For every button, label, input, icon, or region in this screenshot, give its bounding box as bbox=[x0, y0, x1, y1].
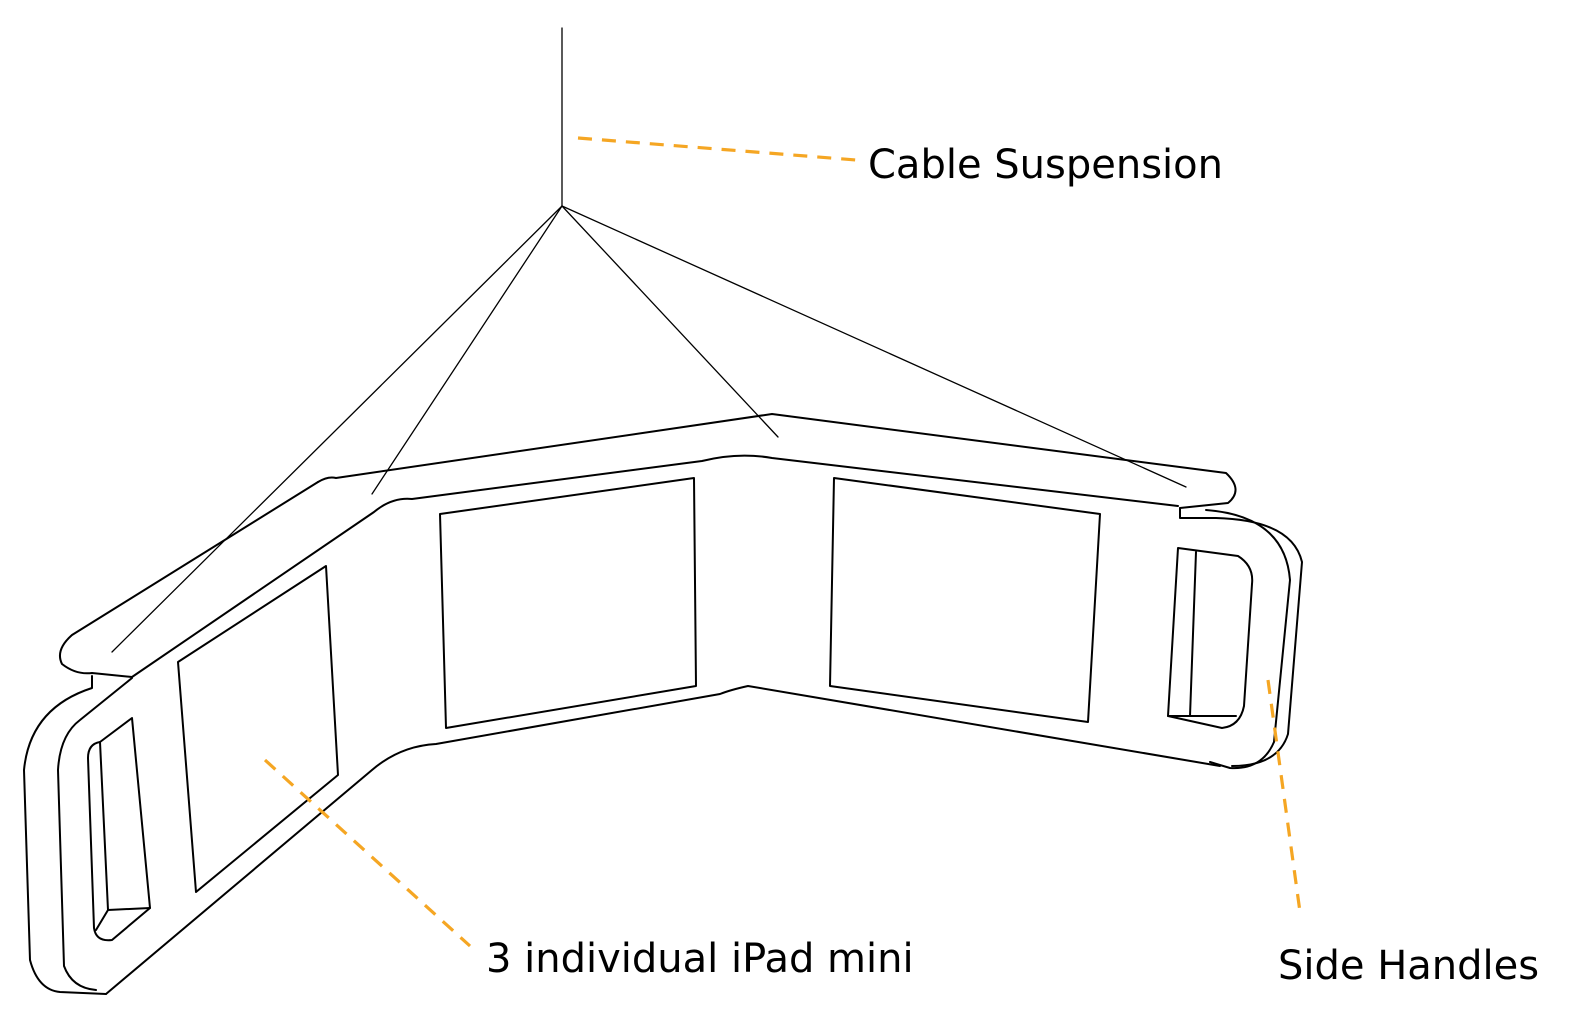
leader-side-handles bbox=[1266, 679, 1302, 913]
right-end-outer bbox=[1179, 507, 1303, 767]
ipad-screen-center bbox=[439, 477, 697, 729]
left-end-outer bbox=[23, 675, 107, 995]
label-cable-suspension: Cable Suspension bbox=[868, 142, 1223, 188]
label-side-handles: Side Handles bbox=[1278, 943, 1539, 989]
cable-branch-left-outer bbox=[111, 205, 563, 653]
left-handle-slot-inner bbox=[95, 741, 151, 931]
leader-cable-suspension bbox=[577, 136, 857, 162]
bottom-edge bbox=[105, 685, 1221, 995]
label-ipad-mini: 3 individual iPad mini bbox=[486, 936, 914, 982]
top-rim-left-front bbox=[59, 481, 319, 678]
cable-branch-right-inner bbox=[561, 205, 779, 438]
mount-body bbox=[23, 413, 1303, 995]
cable-branch-left-inner bbox=[371, 205, 563, 495]
suspension-cables bbox=[111, 27, 1187, 653]
ipad-screen-right bbox=[829, 477, 1101, 723]
leader-lines bbox=[263, 136, 1302, 948]
left-handle-slot bbox=[87, 717, 151, 942]
right-handle-slot bbox=[1167, 547, 1254, 729]
right-end-face bbox=[1205, 509, 1291, 770]
left-end-face bbox=[57, 677, 133, 991]
cable-branch-right-outer bbox=[561, 205, 1187, 488]
handle-slots bbox=[87, 547, 1254, 942]
top-rim-outer bbox=[317, 413, 1237, 509]
right-handle-slot-inner bbox=[1167, 551, 1237, 717]
ipad-screen-left bbox=[177, 565, 339, 893]
ipad-screens bbox=[177, 477, 1101, 893]
top-rim-inner bbox=[131, 454, 1179, 678]
leader-ipad-mini bbox=[263, 758, 472, 948]
